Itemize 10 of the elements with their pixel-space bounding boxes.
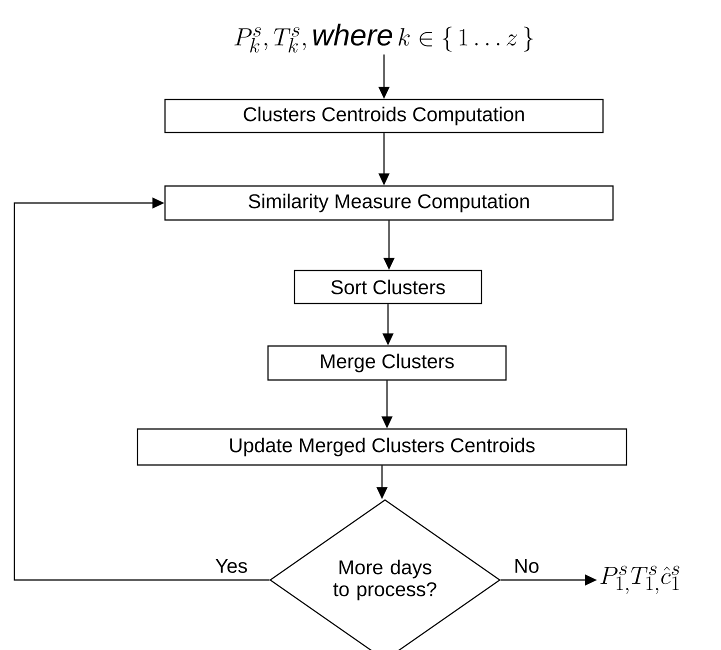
formula-text: $P^{s}_{1,} T^{s}_{1,} \hat{c}^{s}_{1}$ xyxy=(600,566,680,594)
formula-text: $P^{s}_{k}, T^{s}_{k}, \mathit{where}\, k \in \{\, 1 \dots z \,\}$ xyxy=(234,24,533,52)
arrow xyxy=(14,197,270,581)
edge-label: Yes xyxy=(214,558,249,574)
process-box: Update Merged Clusters Centroids xyxy=(136,428,628,466)
edge-label: No xyxy=(512,558,540,574)
process-box: Clusters Centroids Computation xyxy=(164,98,604,134)
process-box: Merge Clusters xyxy=(267,345,507,381)
process-box: Sort Clusters xyxy=(294,270,482,304)
process-box: Similarity Measure Computation xyxy=(164,185,614,221)
